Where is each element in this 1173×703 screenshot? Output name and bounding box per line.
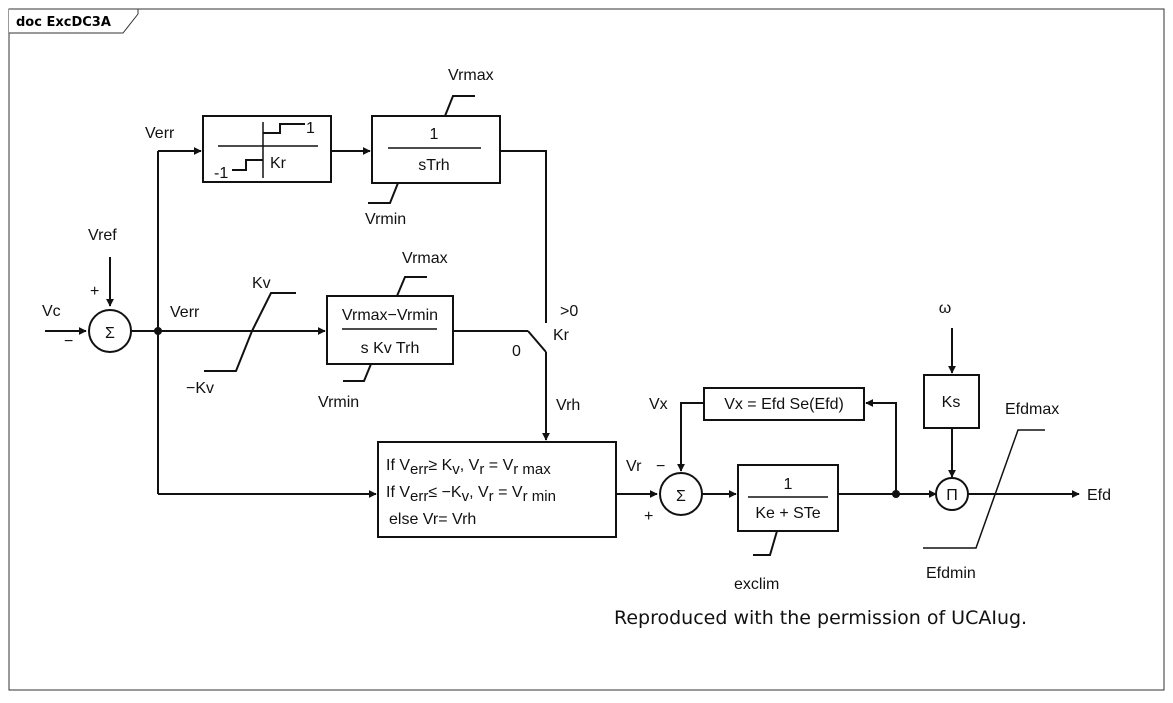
ks-block (923, 374, 980, 429)
kv-label: Kv (252, 275, 271, 292)
integrator-vrmin: Vrmin (365, 211, 406, 228)
rate-block-denominator: s Kv Trh (361, 340, 420, 357)
switch-kr-label: Kr (553, 327, 570, 344)
logic-line-3: else Vr= Vrh (389, 511, 476, 528)
frame-border (8, 8, 1165, 691)
ks-label: Ks (942, 394, 961, 411)
integrator-max-limit (444, 95, 475, 117)
exciter-block (737, 464, 839, 532)
exclim-label: exclim (734, 576, 779, 593)
vr-logic-block (377, 441, 617, 538)
integrator-numerator: 1 (430, 126, 439, 143)
integrator-min-limit (368, 182, 399, 204)
efd-limiter-curve (923, 429, 1045, 549)
rate-block-max-limit (396, 276, 427, 297)
efdmin-label: Efdmin (926, 565, 976, 582)
deadband-curve (218, 122, 318, 178)
vx-arrow (677, 402, 704, 472)
rate-block-numerator: Vrmax−Vrmin (342, 307, 438, 324)
vref-label: Vref (88, 227, 117, 244)
saturation-text: Vx = Efd Se(Efd) (724, 396, 844, 413)
deadband-gain: Kr (270, 155, 287, 172)
summer2-plus-sign: + (644, 508, 653, 525)
logic-line-1: If Verr≥ Kv, Vr = Vr max (386, 457, 551, 478)
exciter-numerator: 1 (784, 476, 793, 493)
exciter-denominator: Ke + STe (755, 505, 820, 522)
rate-block-vrmin: Vrmin (318, 394, 359, 411)
integrator-denominator: sTrh (418, 157, 449, 174)
top-verr-label: Verr (145, 125, 175, 142)
deadband-block (202, 115, 332, 183)
vc-label: Vc (42, 303, 61, 320)
exciter-limit (753, 530, 778, 556)
frame-tab-label: doc ExcDC3A (16, 15, 111, 30)
integrator-vrmax: Vrmax (448, 67, 494, 84)
permission-credit: Reproduced with the permission of UCAIug… (614, 607, 1027, 629)
vr-label: Vr (626, 458, 642, 475)
kv-limiter-curve (204, 292, 296, 372)
integrator-to-switch-line (500, 150, 547, 323)
summer1-symbol: Σ (105, 325, 115, 342)
rate-block-min-limit (343, 363, 372, 382)
rate-block-vrmax: Vrmax (402, 250, 448, 267)
summer2-symbol: Σ (676, 488, 686, 505)
integrator-block (371, 115, 501, 184)
vx-label: Vx (649, 396, 668, 413)
switch-blade (527, 330, 547, 353)
feedback-arrow (865, 399, 897, 494)
rate-block (326, 295, 454, 365)
mid-verr-label: Verr (170, 304, 200, 321)
deadband-one: 1 (306, 120, 315, 137)
vrh-label: Vrh (556, 397, 580, 414)
omega-label: ω (939, 300, 952, 317)
switch-zero-label: 0 (512, 343, 521, 360)
frame-tab (9, 8, 139, 34)
saturation-block (703, 387, 865, 421)
efdmax-label: Efdmax (1005, 401, 1059, 418)
vref-plus-sign: + (90, 283, 99, 300)
vc-minus-sign: − (64, 333, 73, 350)
logic-line-2: If Verr≤ −Kv, Vr = Vr min (386, 484, 556, 505)
efd-output-label: Efd (1087, 487, 1111, 504)
switch-gt0-label: >0 (560, 303, 578, 320)
deadband-neg-one: -1 (214, 165, 228, 182)
summer2-minus-sign: − (656, 458, 665, 475)
product-symbol: Π (946, 487, 958, 504)
neg-kv-label: −Kv (186, 380, 214, 397)
